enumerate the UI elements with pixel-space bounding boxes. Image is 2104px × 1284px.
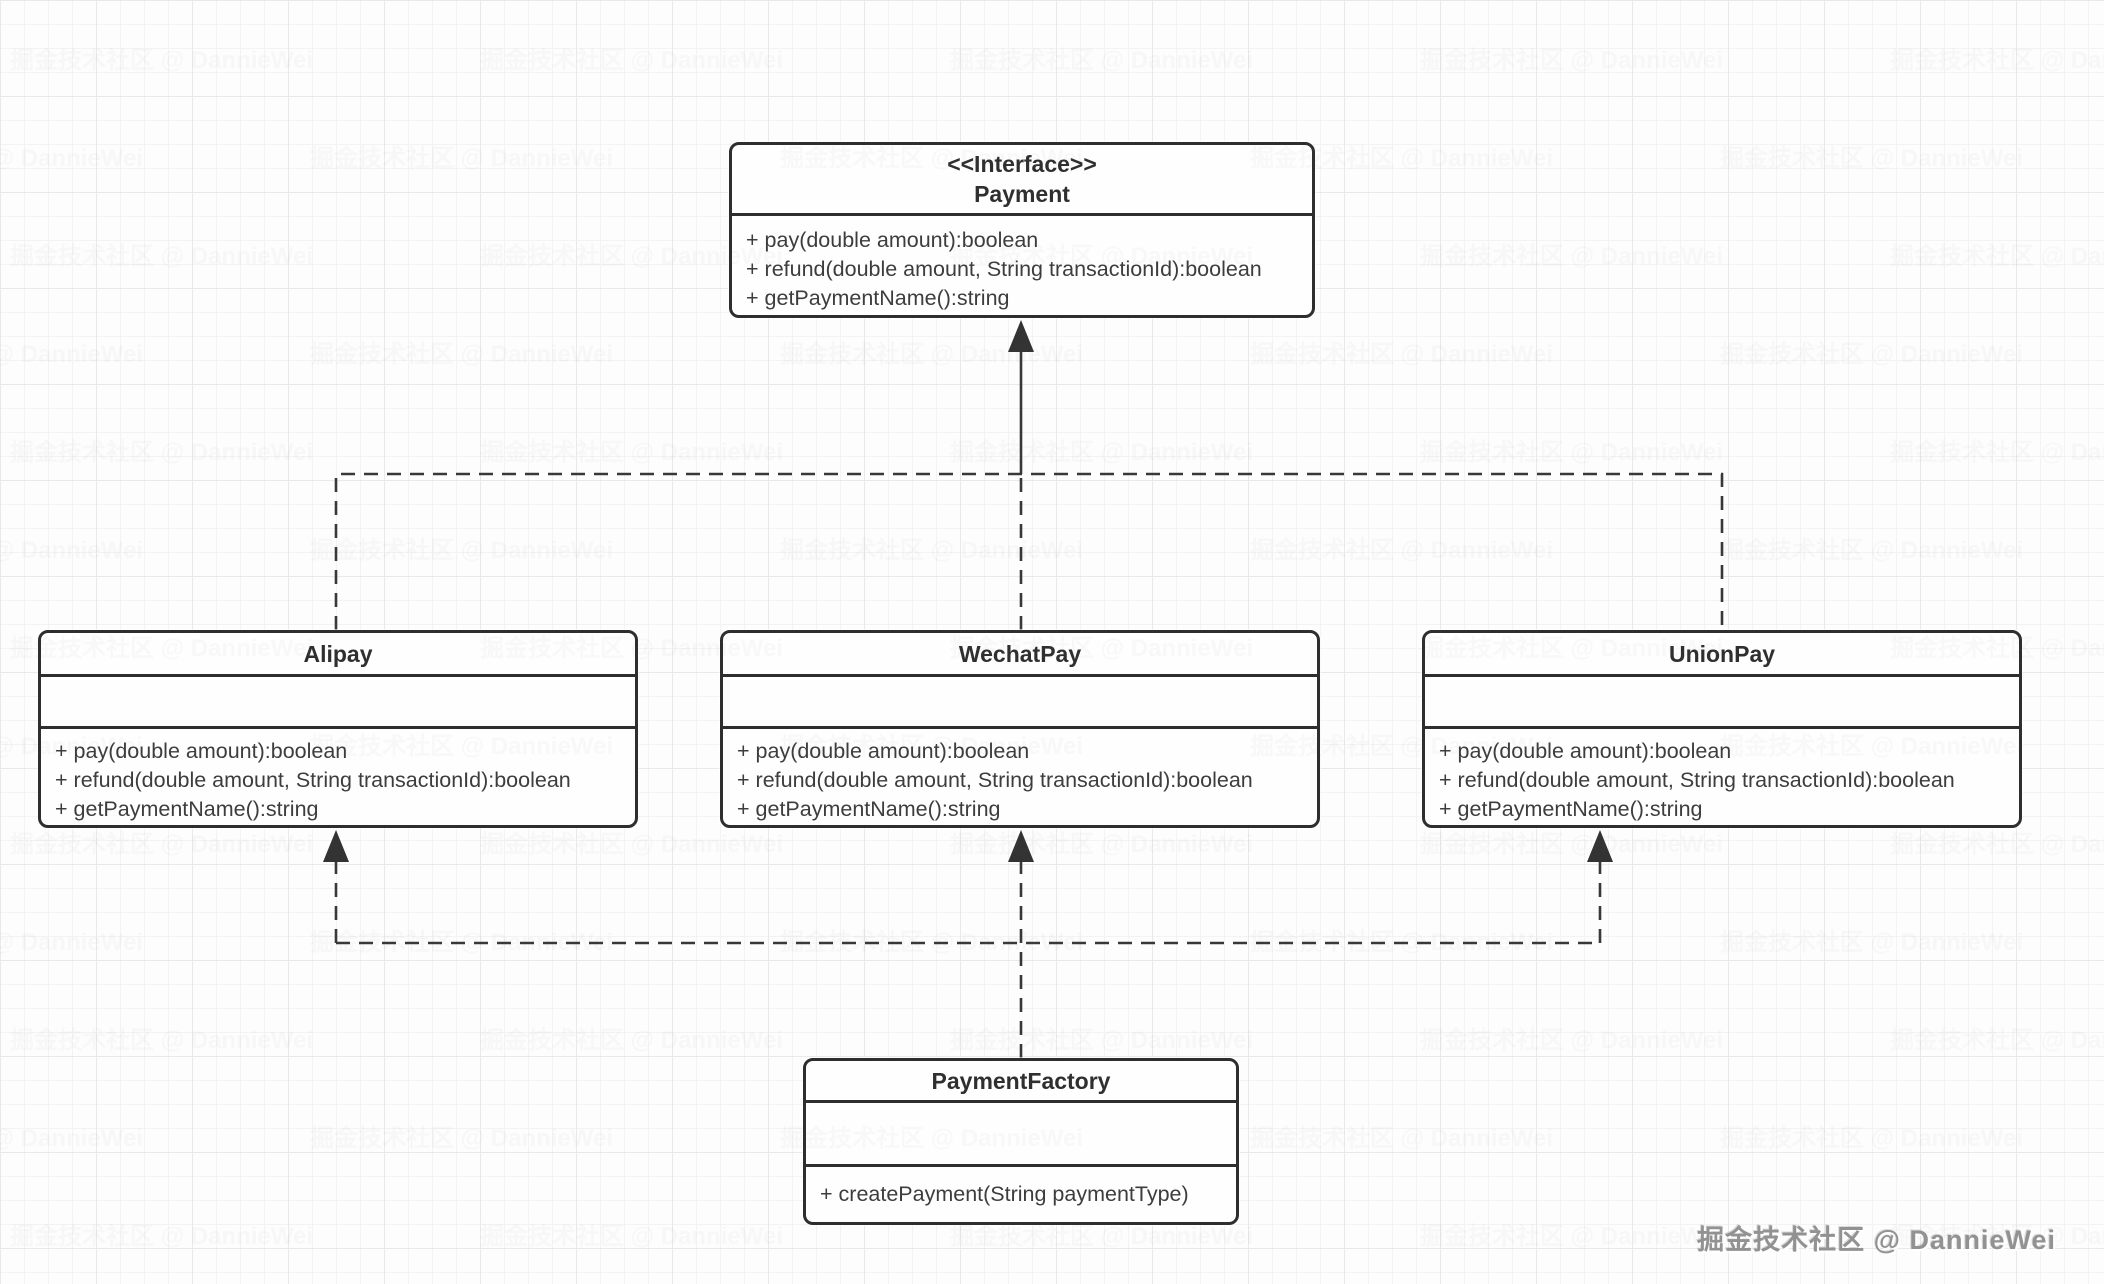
method-label: + pay(double amount):boolean [737,739,1030,763]
arrowhead-to-unionpay-icon [1587,830,1613,862]
class-name-label: WechatPay [958,640,1082,667]
attributes-section [41,677,635,729]
attributes-section [1425,677,2019,729]
class-title-wechatpay: WechatPay [723,633,1317,677]
class-node-unionpay[interactable]: UnionPay + pay(double amount):boolean + … [1422,630,2022,828]
class-name-label: Alipay [303,640,373,667]
class-node-wechatpay[interactable]: WechatPay + pay(double amount):boolean +… [720,630,1320,828]
method-label: + pay(double amount):boolean [1439,739,1732,763]
realization-rail-line [334,472,1724,630]
method-label: + refund(double amount, String transacti… [746,257,1262,281]
methods-section: + pay(double amount):boolean + refund(do… [1425,729,2019,825]
method-label: + pay(double amount):boolean [746,228,1039,252]
method-label: + refund(double amount, String transacti… [737,768,1253,792]
methods-section: + pay(double amount):boolean + refund(do… [732,216,1312,321]
class-node-paymentfactory[interactable]: PaymentFactory + createPayment(String pa… [803,1058,1239,1225]
class-node-payment-interface[interactable]: <<Interface>> Payment + pay(double amoun… [729,142,1315,318]
class-title-unionpay: UnionPay [1425,633,2019,677]
class-node-alipay[interactable]: Alipay + pay(double amount):boolean + re… [38,630,638,828]
arrowhead-to-payment-icon [1008,320,1034,352]
method-label: + refund(double amount, String transacti… [55,768,571,792]
class-name-label: Payment [974,181,1070,207]
attributes-section [806,1103,1236,1167]
method-label: + getPaymentName():string [737,797,1001,821]
arrowhead-to-alipay-icon [323,830,349,862]
methods-section: + pay(double amount):boolean + refund(do… [41,729,635,825]
methods-section: + pay(double amount):boolean + refund(do… [723,729,1317,825]
method-label: + getPaymentName():string [55,797,319,821]
method-label: + createPayment(String paymentType) [820,1182,1189,1206]
arrowhead-to-wechatpay-icon [1008,830,1034,862]
class-name-label: PaymentFactory [931,1067,1111,1094]
class-name-label: UnionPay [1668,640,1776,667]
method-label: + pay(double amount):boolean [55,739,348,763]
method-label: + refund(double amount, String transacti… [1439,768,1955,792]
method-label: + getPaymentName():string [746,286,1010,310]
class-title-paymentfactory: PaymentFactory [806,1061,1236,1103]
methods-section: + createPayment(String paymentType) [806,1167,1236,1222]
class-title-alipay: Alipay [41,633,635,677]
attributes-section [723,677,1317,729]
method-label: + getPaymentName():string [1439,797,1703,821]
stereotype-label: <<Interface>> [947,151,1097,177]
class-title-payment: <<Interface>> Payment [732,145,1312,216]
